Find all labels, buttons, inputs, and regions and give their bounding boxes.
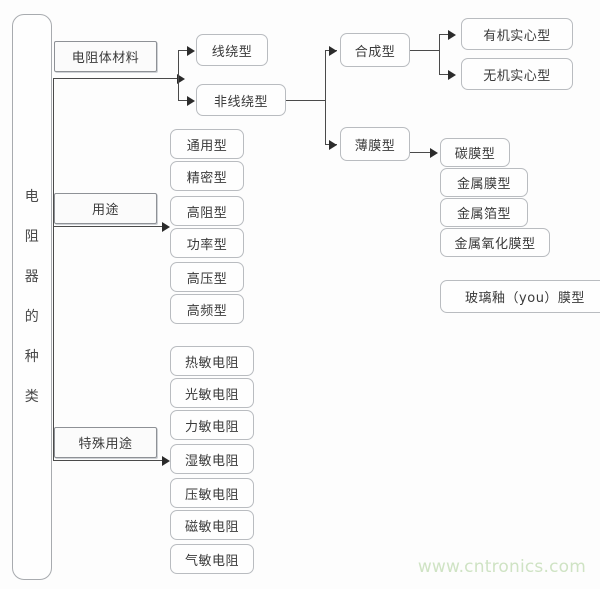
arrow-material-out <box>177 74 185 84</box>
node-label-special-child-6: 气敏电阻 <box>184 553 239 569</box>
node-film-child-1[interactable]: 金属膜型 <box>440 168 528 197</box>
node-inorganic-solid[interactable]: 无机实心型 <box>461 58 573 90</box>
arrow-to-non-wirewound <box>187 96 195 106</box>
fork-synthetic-top <box>439 34 451 35</box>
fork-synthetic-bottom <box>439 74 451 75</box>
root-char-1: 阻 <box>24 229 40 245</box>
arrow-to-synthetic <box>329 46 337 56</box>
node-special-child-1[interactable]: 光敏电阻 <box>170 378 254 408</box>
fork-material-bottom <box>178 100 190 101</box>
node-wirewound[interactable]: 线绕型 <box>196 34 268 66</box>
node-film[interactable]: 薄膜型 <box>340 127 410 161</box>
root-char-4: 种 <box>24 349 40 365</box>
connector-special-out <box>53 460 163 461</box>
node-label-usage-child-4: 高压型 <box>186 271 228 287</box>
node-usage-child-4[interactable]: 高压型 <box>170 262 244 292</box>
node-label-inorganic-solid: 无机实心型 <box>483 68 551 84</box>
node-usage-child-2[interactable]: 高阻型 <box>170 196 244 226</box>
node-film-child-0[interactable]: 碳膜型 <box>440 138 510 167</box>
node-synthetic[interactable]: 合成型 <box>340 33 410 67</box>
node-label-film: 薄膜型 <box>354 138 396 154</box>
fork-material-vertical <box>178 50 179 100</box>
root-char-0: 电 <box>24 189 40 205</box>
node-film-child-2[interactable]: 金属箔型 <box>440 198 528 227</box>
node-label-usage-child-2: 高阻型 <box>186 205 228 221</box>
node-film-child-3[interactable]: 金属氧化膜型 <box>440 228 550 257</box>
fork-nonwirewound-vertical <box>325 50 326 144</box>
arrow-to-organic-solid <box>448 30 456 40</box>
root-spine <box>53 78 54 460</box>
arrow-to-film <box>329 140 337 150</box>
node-label-special-child-0: 热敏电阻 <box>184 355 239 371</box>
node-film-child-4[interactable]: 玻璃釉（you）膜型 <box>440 280 600 313</box>
node-non-wirewound[interactable]: 非线绕型 <box>196 84 286 116</box>
arrow-to-inorganic-solid <box>448 70 456 80</box>
connector-synthetic-out <box>410 50 440 51</box>
node-label-film-child-1: 金属膜型 <box>456 177 511 192</box>
node-label-special-child-5: 磁敏电阻 <box>184 519 239 535</box>
node-label-usage-child-1: 精密型 <box>186 170 228 186</box>
node-usage-child-3[interactable]: 功率型 <box>170 228 244 258</box>
category-box-usage[interactable]: 用途 <box>54 193 157 224</box>
node-special-child-0[interactable]: 热敏电阻 <box>170 346 254 376</box>
fork-synthetic-vertical <box>439 34 440 74</box>
node-usage-child-1[interactable]: 精密型 <box>170 161 244 191</box>
node-label-usage-child-3: 功率型 <box>186 237 228 253</box>
node-special-child-4[interactable]: 压敏电阻 <box>170 478 254 508</box>
node-label-usage-child-5: 高频型 <box>186 303 228 319</box>
node-special-child-2[interactable]: 力敏电阻 <box>170 410 254 440</box>
category-label-special: 特殊用途 <box>78 437 133 452</box>
connector-nonwirewound-out <box>286 100 326 101</box>
node-label-wirewound: 线绕型 <box>211 44 253 60</box>
node-usage-child-0[interactable]: 通用型 <box>170 129 244 159</box>
node-usage-child-5[interactable]: 高频型 <box>170 294 244 324</box>
category-box-special[interactable]: 特殊用途 <box>54 427 157 458</box>
root-char-5: 类 <box>24 389 40 405</box>
arrow-usage-out <box>162 222 170 232</box>
node-label-organic-solid: 有机实心型 <box>483 28 551 44</box>
arrow-to-film-children <box>430 148 438 158</box>
node-label-usage-child-0: 通用型 <box>186 138 228 154</box>
node-label-synthetic: 合成型 <box>354 44 396 60</box>
node-label-film-child-2: 金属箔型 <box>456 207 511 222</box>
node-label-film-child-4: 玻璃釉（you）膜型 <box>465 291 585 306</box>
node-label-special-child-3: 湿敏电阻 <box>184 453 239 469</box>
connector-film-out <box>410 152 432 153</box>
node-organic-solid[interactable]: 有机实心型 <box>461 18 573 50</box>
category-label-material: 电阻体材料 <box>71 51 140 66</box>
node-special-child-3[interactable]: 湿敏电阻 <box>170 444 254 474</box>
node-label-non-wirewound: 非线绕型 <box>213 94 268 110</box>
arrow-to-wirewound <box>187 46 195 56</box>
connector-material-out <box>53 78 178 79</box>
node-label-special-child-2: 力敏电阻 <box>184 419 239 435</box>
node-label-special-child-4: 压敏电阻 <box>184 487 239 503</box>
node-label-film-child-3: 金属氧化膜型 <box>454 237 536 252</box>
arrow-special-out <box>162 456 170 466</box>
category-label-usage: 用途 <box>91 203 119 218</box>
fork-material-top <box>178 50 190 51</box>
node-label-film-child-0: 碳膜型 <box>454 147 496 162</box>
node-special-child-5[interactable]: 磁敏电阻 <box>170 510 254 540</box>
root-char-3: 的 <box>24 309 40 325</box>
category-box-material[interactable]: 电阻体材料 <box>54 41 157 72</box>
connector-usage-out <box>53 226 163 227</box>
watermark-text: www.cntronics.com <box>417 557 586 577</box>
root-char-2: 器 <box>24 269 40 285</box>
node-special-child-6[interactable]: 气敏电阻 <box>170 544 254 574</box>
node-label-special-child-1: 光敏电阻 <box>184 387 239 403</box>
root-node-resistor-types[interactable]: 电 阻 器 的 种 类 <box>12 14 52 580</box>
